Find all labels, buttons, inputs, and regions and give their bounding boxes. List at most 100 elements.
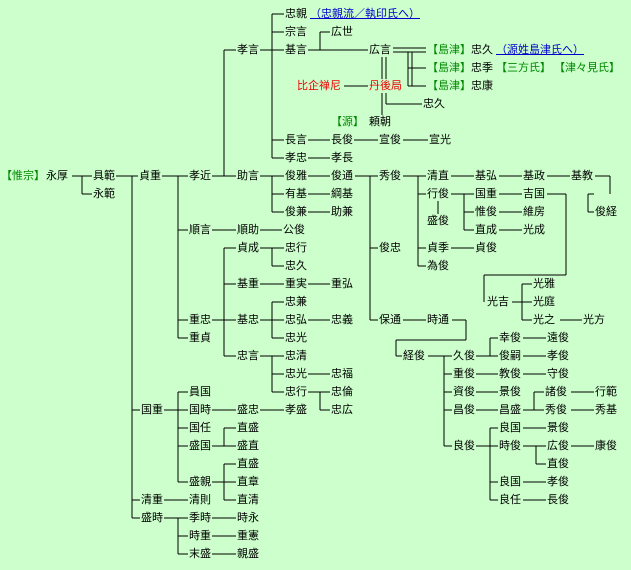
person-tadakiyo: 忠清 (284, 349, 308, 363)
person-motonori: 基教 (570, 169, 594, 183)
person-takanaga: 孝長 (330, 151, 354, 165)
person-yasumichi: 保通 (378, 313, 402, 327)
person-munekoto: 宗言 (284, 25, 308, 39)
person-moritada: 盛忠 (236, 403, 260, 417)
clan-label-shimazu-3: 【島津】 (426, 79, 472, 93)
person-noritoshi: 教俊 (498, 367, 522, 381)
person-toshitsune: 俊経 (594, 205, 618, 219)
person-kiyonori: 清則 (188, 493, 212, 507)
person-kagetoshi: 景俊 (498, 385, 522, 399)
person-shigetada: 重忠 (188, 313, 212, 327)
person-hiki-zenni: 比企禅尼 (296, 79, 342, 93)
person-sukekoto: 助言 (236, 169, 260, 183)
person-nobutoshi: 宣俊 (378, 133, 402, 147)
person-takamori: 孝盛 (284, 403, 308, 417)
person-hiroyo: 広世 (330, 25, 354, 39)
person-tokimichi: 時通 (426, 313, 450, 327)
person-takatada: 孝忠 (284, 151, 308, 165)
person-kunishige: 国重 (140, 403, 164, 417)
person-yasutoshi: 康俊 (594, 439, 618, 453)
tadachika-branch-link[interactable]: （忠親流／執印氏へ） (309, 7, 421, 21)
person-nagakoto: 長言 (284, 133, 308, 147)
person-koretoshi: 惟俊 (474, 205, 498, 219)
person-hidetoshi-2: 秀俊 (544, 403, 568, 417)
person-kunitoki: 国時 (188, 403, 212, 417)
person-mitsuyoshi: 光吉 (486, 295, 510, 309)
person-mitsukata: 光方 (582, 313, 606, 327)
person-tadafuku: 忠福 (330, 367, 354, 381)
person-tadahisa-1: 忠久 (470, 43, 494, 57)
person-yoshito: 良任 (498, 493, 522, 507)
person-yukinori: 行範 (594, 385, 618, 399)
person-hirotoshi: 広俊 (546, 439, 570, 453)
person-naganori: 永範 (92, 187, 116, 201)
person-morinao: 盛直 (236, 439, 260, 453)
person-sadashige: 貞重 (138, 169, 162, 183)
person-kazukuni: 員国 (188, 385, 212, 399)
clan-label-koremune: 【惟宗】 (0, 169, 46, 183)
person-motoshu: 基忠 (236, 313, 260, 327)
person-naotoshi: 直俊 (546, 457, 570, 471)
person-tokishige: 時重 (188, 529, 212, 543)
person-tadakane: 忠兼 (284, 295, 308, 309)
person-moritoki: 盛時 (140, 511, 164, 525)
person-masatoshi: 昌俊 (452, 403, 476, 417)
person-morotoshi: 諸俊 (544, 385, 568, 399)
person-shigesada: 重貞 (188, 331, 212, 345)
person-yukitoshi: 行俊 (426, 187, 450, 201)
person-suetoki: 季時 (188, 511, 212, 525)
person-yoshikuni-3: 良国 (498, 475, 522, 489)
person-shigetoshi: 重俊 (452, 367, 476, 381)
person-tadayori: 忠倫 (330, 385, 354, 399)
person-shigehiro: 重弘 (330, 277, 354, 291)
person-kagetoshi-2: 景俊 (546, 421, 570, 435)
person-hirokoto: 広言 (368, 43, 392, 57)
person-masamori: 昌盛 (498, 403, 522, 417)
person-tadayoshi: 忠義 (330, 313, 354, 327)
person-motohiro: 基弘 (474, 169, 498, 183)
person-tototoshi: 遠俊 (546, 331, 570, 345)
person-motomasa: 基政 (522, 169, 546, 183)
person-takatoshi-1: 孝俊 (546, 349, 570, 363)
person-tadahiro: 忠弘 (284, 313, 308, 327)
person-naokiyo: 直清 (236, 493, 260, 507)
person-nobumitsu: 宣光 (428, 133, 452, 147)
person-toshimasa: 俊雅 (284, 169, 308, 183)
person-nagatoshi: 長俊 (330, 133, 354, 147)
person-sukekane: 助兼 (330, 205, 354, 219)
person-yoritomo: 頼朝 (368, 115, 392, 129)
person-tokinaga: 時永 (236, 511, 260, 525)
person-sadatoshi: 貞俊 (474, 241, 498, 255)
person-tadahiro-2: 忠広 (330, 403, 354, 417)
person-toshitada: 俊忠 (378, 241, 402, 255)
person-naomori-2: 直盛 (236, 457, 260, 471)
person-shigenori: 重憲 (236, 529, 260, 543)
person-nagatoshi-3: 長俊 (546, 493, 570, 507)
person-moritoshi: 盛俊 (426, 214, 450, 228)
person-takakoto: 孝言 (236, 43, 260, 57)
person-tadahisa-2: 忠久 (422, 97, 446, 111)
person-naoaki: 直章 (236, 475, 260, 489)
person-hisatoshi: 久俊 (452, 349, 476, 363)
person-kunito: 国任 (188, 421, 212, 435)
person-chikamori: 親盛 (236, 547, 260, 561)
person-kintoshi: 公俊 (282, 223, 306, 237)
person-takatoshi-2: 孝俊 (546, 475, 570, 489)
person-kunishige-2: 国重 (474, 187, 498, 201)
person-yukitoshi-2: 幸俊 (498, 331, 522, 345)
person-sukeyoshi: 順助 (236, 223, 260, 237)
person-tomonori: 具範 (92, 169, 116, 183)
shimazu-branch-link[interactable]: （源姓島津氏へ） (495, 43, 585, 57)
person-nagaatsu: 永厚 (45, 169, 69, 183)
person-moritoshi-2: 守俊 (546, 367, 570, 381)
person-tadayuki-b: 忠行 (284, 385, 308, 399)
person-sadanari: 貞成 (236, 241, 260, 255)
person-yoshikuni-2: 良国 (498, 421, 522, 435)
person-tametoshi: 為俊 (426, 259, 450, 273)
person-yoshikuni: 吉国 (522, 187, 546, 201)
person-mitsuniwa: 光庭 (532, 295, 556, 309)
person-toshimichi: 俊通 (330, 169, 354, 183)
person-korefusa: 維房 (522, 205, 546, 219)
